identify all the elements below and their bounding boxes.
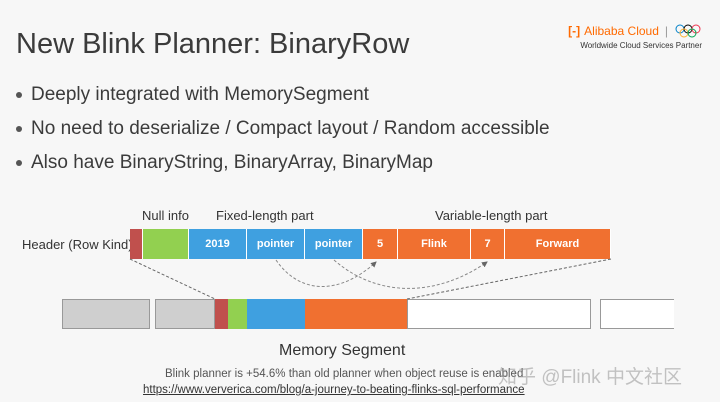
memory-block xyxy=(407,299,591,329)
fixed-cell: pointer xyxy=(305,229,363,259)
null-info-cell xyxy=(143,229,189,259)
logo-brand: Alibaba Cloud xyxy=(584,24,659,38)
fixed-cell: 2019 xyxy=(189,229,247,259)
header-label: Header (Row Kind) xyxy=(22,237,133,252)
memory-block xyxy=(600,299,674,329)
benchmark-note: Blink planner is +54.6% than old planner… xyxy=(165,368,524,380)
variable-cell: Forward xyxy=(505,229,611,259)
memory-block xyxy=(62,299,150,329)
alibaba-cloud-icon: [-] xyxy=(568,24,581,38)
memory-null-block xyxy=(228,299,247,329)
slide-title: New Blink Planner: BinaryRow xyxy=(16,28,410,60)
fixed-cell: pointer xyxy=(247,229,305,259)
projection-line xyxy=(406,258,612,300)
memory-header-block xyxy=(215,299,228,329)
null-info-label: Null info xyxy=(142,208,189,223)
variable-length-label: Variable-length part xyxy=(435,208,548,223)
memory-segment-label: Memory Segment xyxy=(279,342,406,359)
memory-block xyxy=(155,299,215,329)
memory-variable-block xyxy=(305,299,407,329)
alibaba-cloud-logo: [-] Alibaba Cloud | Worldwide Cloud Serv… xyxy=(568,24,702,50)
bullet-dot-icon xyxy=(16,92,22,98)
memory-fixed-block xyxy=(247,299,305,329)
logo-divider: | xyxy=(664,24,668,38)
fixed-length-label: Fixed-length part xyxy=(216,208,314,223)
pointer-arrow xyxy=(333,259,488,289)
variable-cell: Flink xyxy=(398,229,471,259)
bullet-text: Deeply integrated with MemorySegment xyxy=(31,84,369,105)
bullet-text: No need to deserialize / Compact layout … xyxy=(31,118,550,139)
bullet-item: Deeply integrated with MemorySegment xyxy=(16,84,550,106)
olympic-rings-icon xyxy=(675,24,701,38)
logo-tagline: Worldwide Cloud Services Partner xyxy=(580,41,702,50)
bullet-item: Also have BinaryString, BinaryArray, Bin… xyxy=(16,152,550,174)
bullet-text: Also have BinaryString, BinaryArray, Bin… xyxy=(31,152,433,173)
projection-line xyxy=(129,258,216,300)
pointer-arrow xyxy=(275,259,377,287)
reference-link[interactable]: https://www.ververica.com/blog/a-journey… xyxy=(143,384,525,396)
variable-cell: 5 xyxy=(363,229,398,259)
watermark: 知乎 @Flink 中文社区 xyxy=(498,367,682,388)
bullet-item: No need to deserialize / Compact layout … xyxy=(16,118,550,140)
header-cell xyxy=(130,229,143,259)
bullet-dot-icon xyxy=(16,160,22,166)
bullet-list: Deeply integrated with MemorySegment No … xyxy=(16,84,550,186)
bullet-dot-icon xyxy=(16,126,22,132)
variable-cell: 7 xyxy=(471,229,505,259)
